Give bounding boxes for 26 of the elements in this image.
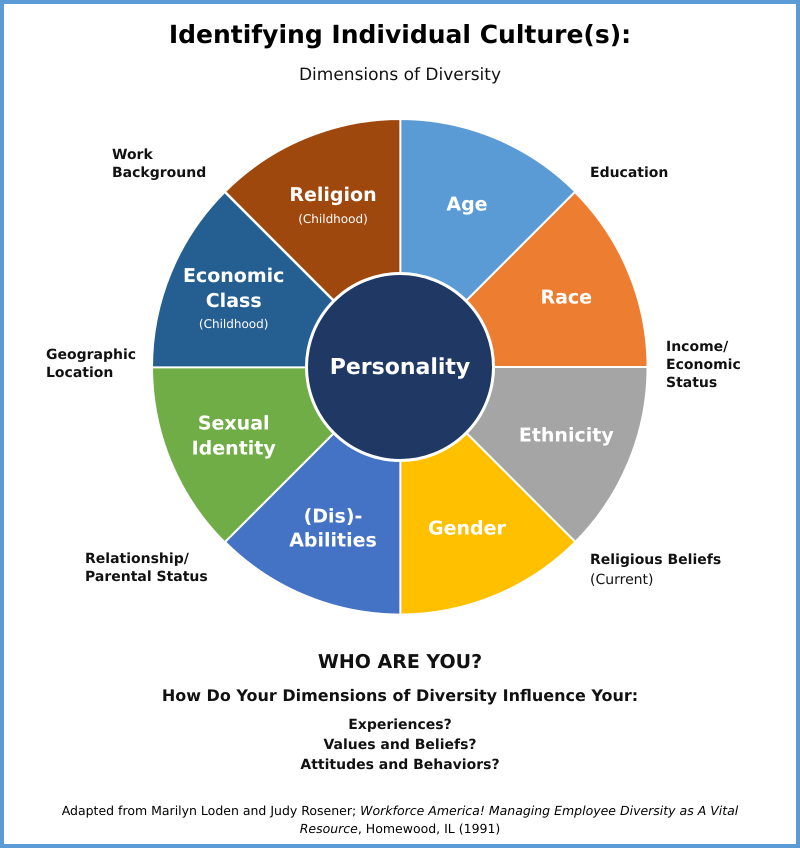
segment-label: (Dis)- Abilities xyxy=(288,504,378,554)
dimension-label: Religious Beliefs xyxy=(590,551,722,570)
question-item: Values and Beliefs? xyxy=(322,736,478,754)
segment-label: Religion xyxy=(288,183,378,208)
question-item: Attitudes and Behaviors? xyxy=(299,756,501,774)
dimension-label: Education xyxy=(590,164,670,182)
heading: WHO ARE YOU? xyxy=(316,650,484,675)
segment-sublabel: (Childhood) xyxy=(198,317,270,332)
question: How Do Your Dimensions of Diversity Influence Your: xyxy=(160,686,640,707)
dimension-label: Work Background xyxy=(112,146,208,182)
segment-label: Ethnicity xyxy=(518,424,615,448)
dimension-label: Relationship/ Parental Status xyxy=(85,550,209,586)
segment-label: Race xyxy=(539,286,594,310)
center-label: Personality xyxy=(330,354,470,380)
subtitle: Dimensions of Diversity xyxy=(298,64,502,86)
dimension-label: Geographic Location xyxy=(46,346,138,382)
segment-label: Age xyxy=(445,192,489,218)
caption: Adapted from Marilyn Loden and Judy Rosener; Workforce America! Managing Employee Diversity as A Vital Resource, Homewood, IL (1991) xyxy=(60,802,740,837)
question-item: Experiences? xyxy=(347,716,453,734)
title: Identifying Individual Culture(s): xyxy=(168,20,632,49)
segment-label: Sexual Identity xyxy=(190,411,277,461)
segment-label: Gender xyxy=(427,516,507,542)
segment-sublabel: (Childhood) xyxy=(297,212,369,226)
dimension-label: Income/ Economic Status xyxy=(666,338,742,393)
dimension-label: (Current) xyxy=(590,571,655,590)
segment-label: Economic Class xyxy=(182,264,286,314)
